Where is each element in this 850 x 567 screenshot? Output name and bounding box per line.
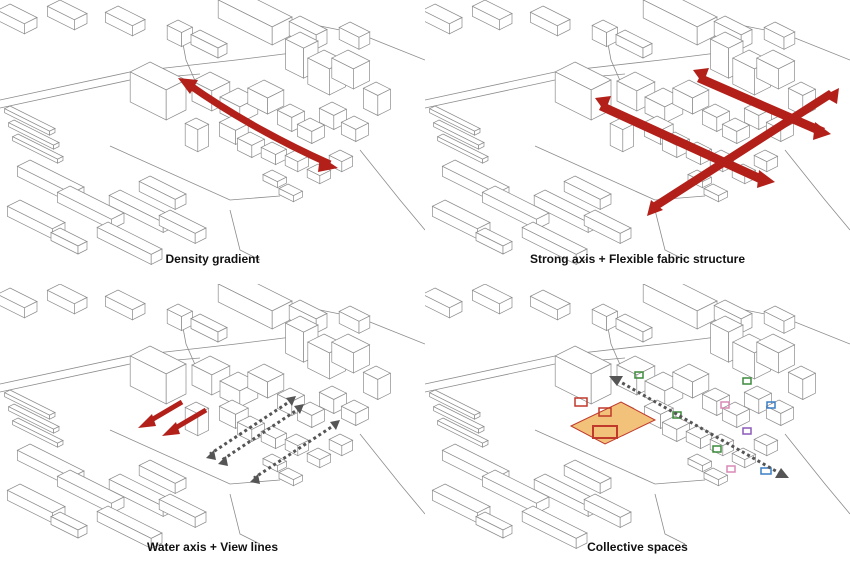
panel-strong-axis: Strong axis + Flexible fabric structure (425, 0, 850, 283)
caption-density-gradient: Density gradient (0, 252, 425, 266)
panel-density-gradient: Density gradient (0, 0, 425, 283)
context-base-3 (0, 284, 425, 548)
caption-collective-spaces: Collective spaces (425, 540, 850, 554)
site-drawing-3 (0, 284, 425, 567)
site-drawing-4 (425, 284, 850, 567)
site-drawing-1 (0, 0, 425, 283)
caption-water-axis: Water axis + View lines (0, 540, 425, 554)
collective-highlight (571, 398, 655, 444)
panel-water-axis: Water axis + View lines (0, 284, 425, 567)
context-base-2 (425, 0, 850, 264)
context-base-1 (0, 0, 425, 264)
site-drawing-2 (425, 0, 850, 283)
caption-strong-axis: Strong axis + Flexible fabric structure (425, 252, 850, 266)
panel-collective-spaces: Collective spaces (425, 284, 850, 567)
